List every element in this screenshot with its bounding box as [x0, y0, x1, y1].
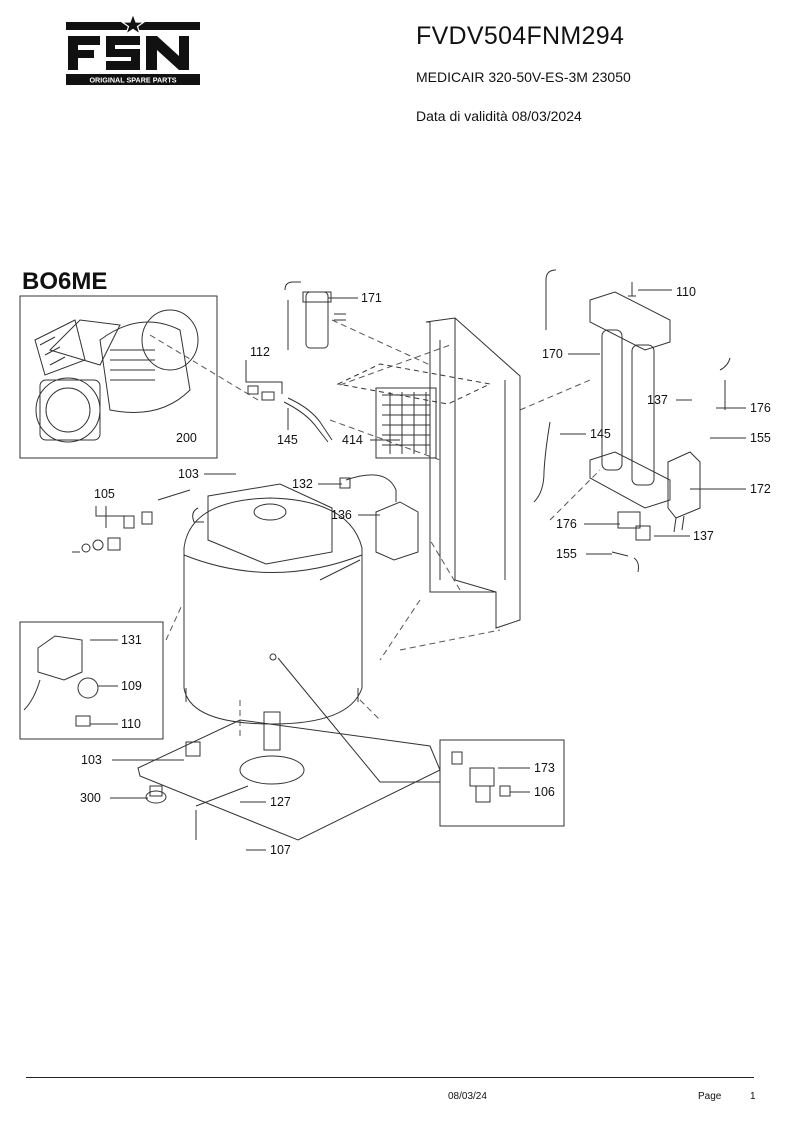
fsn-logo: ORIGINAL SPARE PARTS	[66, 14, 200, 85]
callout-200: 200	[176, 431, 197, 445]
callout-110-bottom: 110	[121, 717, 141, 731]
valve-inset-box	[439, 739, 565, 827]
fittings-112	[247, 385, 333, 443]
callout-170: 170	[542, 347, 563, 361]
section-title: BO6ME	[22, 268, 108, 295]
base-plate	[137, 711, 441, 841]
callout-155-bottom: 155	[556, 547, 577, 561]
air-tank	[183, 483, 363, 725]
callout-172: 172	[750, 482, 771, 496]
callout-132: 132	[292, 477, 313, 491]
callout-103-top: 103	[178, 467, 199, 481]
callout-176-top: 176	[750, 401, 771, 415]
footer-page-number: 1	[750, 1091, 756, 1102]
callout-131: 131	[121, 633, 142, 647]
valve-block-136	[339, 474, 419, 561]
callout-137-top: 137	[647, 393, 668, 407]
callout-137-bottom: 137	[693, 529, 714, 543]
callout-171: 171	[361, 291, 382, 305]
callout-173: 173	[534, 761, 555, 775]
callout-145-left: 145	[277, 433, 298, 447]
pressure-switch-131	[23, 635, 99, 727]
callout-155-top: 155	[750, 431, 771, 445]
pipe-145-right	[533, 421, 551, 503]
callout-145-right: 145	[590, 427, 611, 441]
compressor-inset-box	[19, 295, 218, 459]
callout-112: 112	[250, 345, 270, 359]
callout-136: 136	[331, 508, 352, 522]
footer-date: 08/03/24	[448, 1091, 487, 1102]
controller-172	[667, 451, 701, 533]
callout-106: 106	[534, 785, 555, 799]
foot-300	[145, 790, 167, 804]
part-code: FVDV504FNM294	[416, 22, 625, 50]
model-name: MEDICAIR 320-50V-ES-3M 23050	[416, 69, 631, 85]
fittings-105	[72, 489, 191, 553]
footer-page-label: Page	[698, 1091, 722, 1102]
frame-bracket	[425, 317, 521, 629]
callout-105: 105	[94, 487, 115, 501]
cooler-414	[336, 363, 492, 459]
callout-414: 414	[342, 433, 363, 447]
validity-date: Data di validità 08/03/2024	[416, 108, 582, 124]
callout-300: 300	[80, 791, 101, 805]
dryer-columns-170	[589, 282, 671, 509]
valve-173	[451, 751, 511, 803]
callout-176-bottom: 176	[556, 517, 577, 531]
compressor-unit	[34, 309, 199, 443]
callout-103-bottom: 103	[81, 753, 102, 767]
callout-110-top: 110	[676, 285, 696, 299]
logo-tagline: ORIGINAL SPARE PARTS	[89, 76, 176, 85]
callout-127: 127	[270, 795, 291, 809]
callout-109: 109	[121, 679, 142, 693]
callout-107: 107	[270, 843, 291, 857]
filter-171	[284, 281, 346, 350]
solenoid-valve-137	[611, 511, 651, 573]
footer-divider	[26, 1077, 754, 1078]
pressure-switch-inset-box	[19, 621, 164, 740]
